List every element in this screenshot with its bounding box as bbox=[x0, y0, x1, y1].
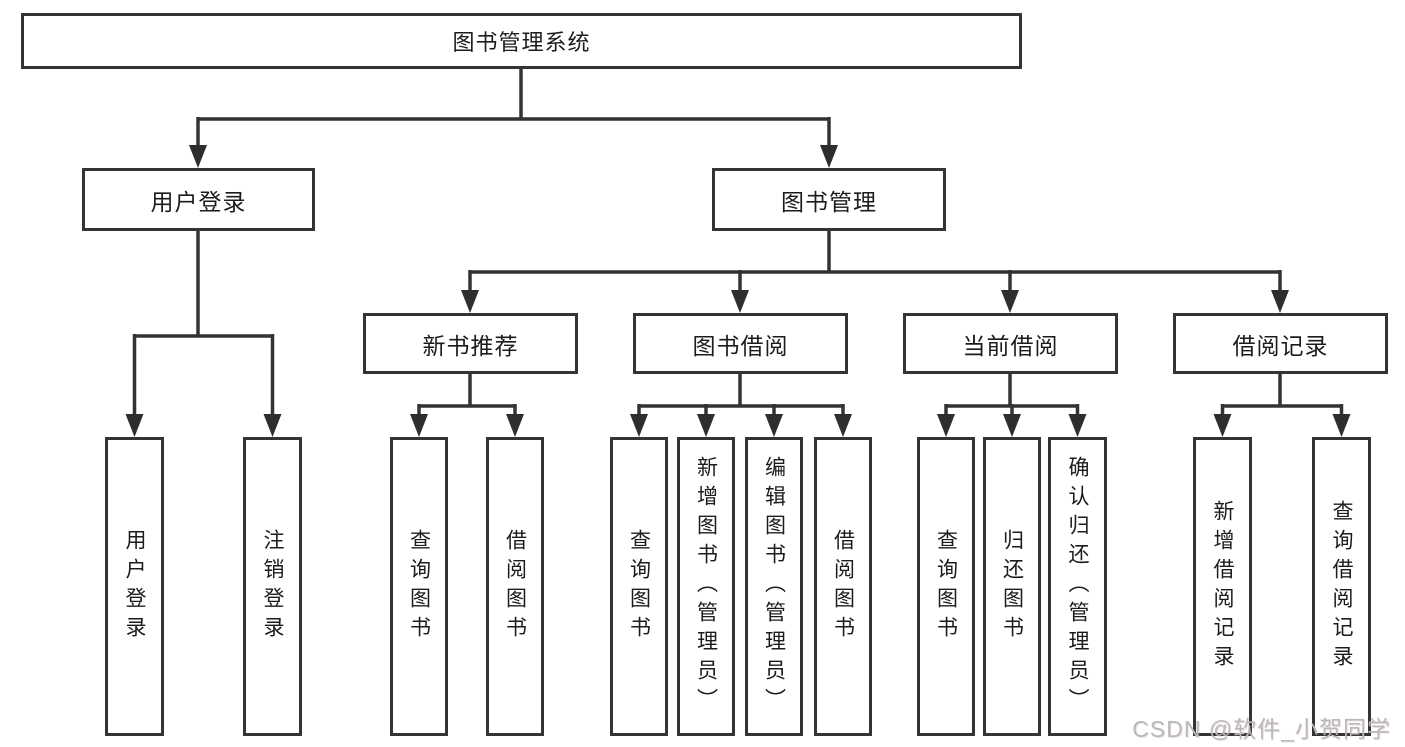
arrowhead bbox=[697, 414, 715, 437]
arrowhead bbox=[820, 145, 838, 168]
leaf-query-books-3: 查询图书 bbox=[917, 437, 975, 736]
edge-root-split bbox=[196, 68, 831, 148]
arrowhead bbox=[834, 414, 852, 437]
edge-current-borrow-split bbox=[944, 374, 1080, 418]
leaf-query-books-1: 查询图书 bbox=[390, 437, 448, 736]
leaf-logout: 注销登录 bbox=[243, 437, 302, 736]
arrowhead bbox=[1332, 414, 1351, 437]
arrowhead bbox=[461, 290, 479, 313]
node-root-system: 图书管理系统 bbox=[21, 13, 1022, 69]
arrowhead bbox=[1213, 414, 1232, 437]
csdn-watermark: CSDN @软件_小贺同学 bbox=[1132, 716, 1391, 742]
arrowhead bbox=[410, 414, 428, 437]
leaf-user-login: 用户登录 bbox=[105, 437, 164, 736]
arrowhead bbox=[765, 414, 783, 437]
arrowhead bbox=[1001, 290, 1019, 313]
leaf-borrow-books-1: 借阅图书 bbox=[486, 437, 544, 736]
leaf-return-books: 归还图书 bbox=[983, 437, 1041, 736]
node-book-borrowing: 图书借阅 bbox=[633, 313, 848, 374]
leaf-query-borrow-record: 查询借阅记录 bbox=[1312, 437, 1371, 736]
arrowhead bbox=[263, 414, 282, 437]
arrowhead bbox=[189, 145, 207, 168]
leaf-query-books-2: 查询图书 bbox=[610, 437, 668, 736]
arrowhead bbox=[1003, 414, 1021, 437]
arrowhead bbox=[630, 414, 648, 437]
edge-book-mgmt-split bbox=[468, 231, 1282, 292]
node-borrowing-records: 借阅记录 bbox=[1173, 313, 1388, 374]
leaf-add-books-admin: 新增图书（管理员） bbox=[677, 437, 735, 736]
node-user-login: 用户登录 bbox=[82, 168, 315, 231]
arrowhead bbox=[731, 290, 749, 313]
leaf-confirm-return-admin: 确认归还（管理员） bbox=[1048, 437, 1107, 736]
edge-paths bbox=[132, 68, 1344, 418]
arrowhead bbox=[125, 414, 144, 437]
edge-new-book-split bbox=[417, 374, 517, 418]
leaf-edit-books-admin: 编辑图书（管理员） bbox=[745, 437, 803, 736]
edge-records-split bbox=[1220, 374, 1344, 418]
arrowhead bbox=[1271, 290, 1289, 313]
arrowhead bbox=[937, 414, 955, 437]
arrowhead bbox=[1068, 414, 1087, 437]
node-book-management: 图书管理 bbox=[712, 168, 946, 231]
arrowheads bbox=[125, 145, 1351, 437]
edge-book-borrow-split bbox=[637, 374, 845, 418]
edge-user-login-split bbox=[132, 231, 275, 417]
leaf-borrow-books-2: 借阅图书 bbox=[814, 437, 872, 736]
leaf-add-borrow-record: 新增借阅记录 bbox=[1193, 437, 1252, 736]
node-current-borrowing: 当前借阅 bbox=[903, 313, 1118, 374]
node-new-book-recommend: 新书推荐 bbox=[363, 313, 578, 374]
arrowhead bbox=[506, 414, 524, 437]
